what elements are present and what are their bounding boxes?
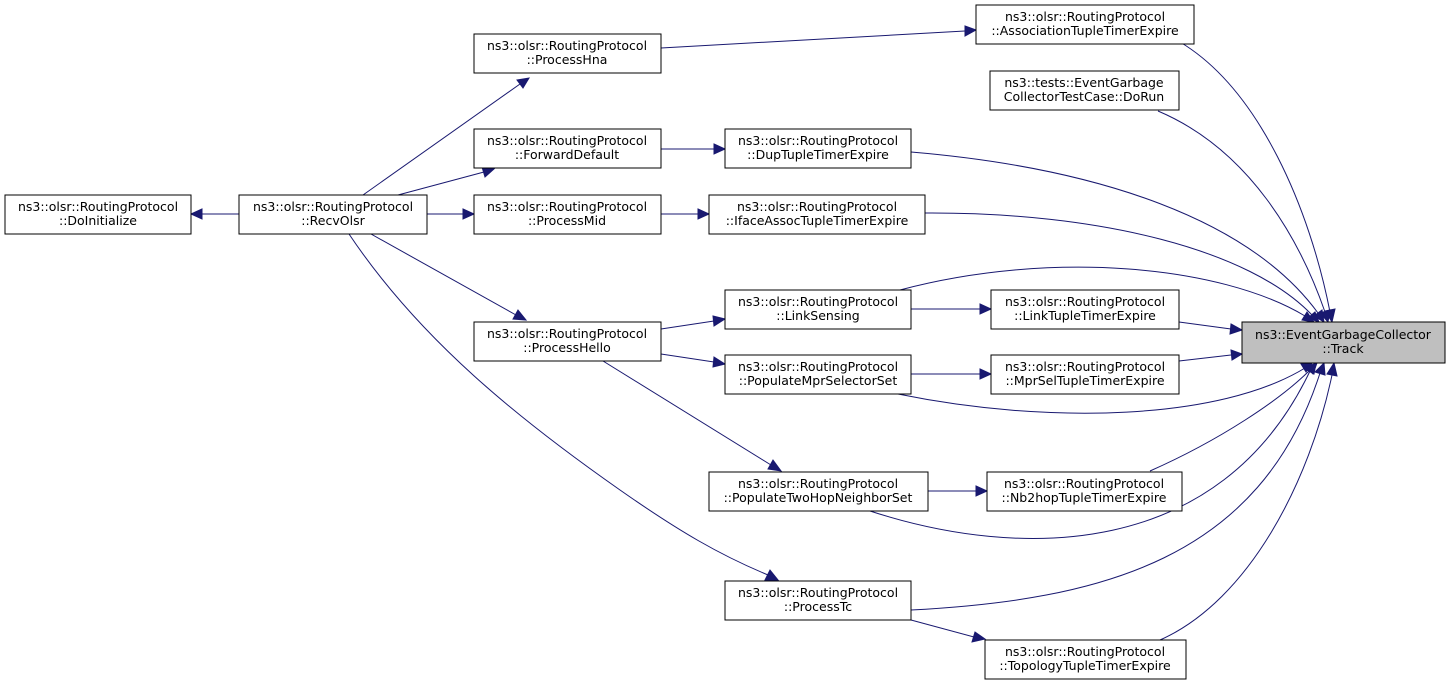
svg-text:ns3::olsr::RoutingProtocol: ns3::olsr::RoutingProtocol <box>1005 359 1165 374</box>
svg-text:::DupTupleTimerExpire: ::DupTupleTimerExpire <box>747 147 889 162</box>
svg-text:ns3::tests::EventGarbage: ns3::tests::EventGarbage <box>1004 75 1164 90</box>
edge-recvolsr-processtc <box>348 233 780 581</box>
node-link-tuple-timer-expire[interactable]: ns3::olsr::RoutingProtocol ::LinkTupleTi… <box>990 289 1180 330</box>
edge-processhna-association <box>660 25 978 49</box>
node-processhello[interactable]: ns3::olsr::RoutingProtocol ::ProcessHell… <box>473 321 662 362</box>
svg-text:::AssociationTupleTimerExpire: ::AssociationTupleTimerExpire <box>991 23 1179 38</box>
svg-text:ns3::olsr::RoutingProtocol: ns3::olsr::RoutingProtocol <box>738 585 898 600</box>
svg-text:ns3::olsr::RoutingProtocol: ns3::olsr::RoutingProtocol <box>487 38 647 53</box>
edge-linksensing-linktuple <box>911 303 993 315</box>
svg-text:ns3::olsr::RoutingProtocol: ns3::olsr::RoutingProtocol <box>487 133 647 148</box>
svg-text:::DoInitialize: ::DoInitialize <box>59 213 137 228</box>
edge-nb2hop-track <box>1149 362 1318 472</box>
node-process-tc[interactable]: ns3::olsr::RoutingProtocol ::ProcessTc <box>724 580 912 621</box>
edge-topology-track <box>1159 361 1338 641</box>
svg-text:ns3::olsr::RoutingProtocol: ns3::olsr::RoutingProtocol <box>737 199 897 214</box>
node-topology-tuple-timer-expire[interactable]: ns3::olsr::RoutingProtocol ::TopologyTup… <box>984 639 1187 680</box>
svg-text:ns3::olsr::RoutingProtocol: ns3::olsr::RoutingProtocol <box>487 199 647 214</box>
svg-text:::ProcessTc: ::ProcessTc <box>784 599 852 614</box>
svg-text:::TopologyTupleTimerExpire: ::TopologyTupleTimerExpire <box>999 658 1171 673</box>
node-egc-test-dorun[interactable]: ns3::tests::EventGarbage CollectorTestCa… <box>989 70 1180 111</box>
node-iface-assoc-tuple-timer-expire[interactable]: ns3::olsr::RoutingProtocol ::IfaceAssocT… <box>708 194 926 235</box>
edge-processtc-topology <box>910 619 987 643</box>
edge-linktuple-track <box>1178 321 1244 335</box>
edge-linksensing-track <box>899 266 1316 323</box>
node-populate-two-hop-neighbor-set[interactable]: ns3::olsr::RoutingProtocol ::PopulateTwo… <box>708 471 929 512</box>
svg-text:::LinkSensing: ::LinkSensing <box>776 308 859 323</box>
edge-processhello-populatetwohop <box>602 360 783 472</box>
edge-processmid-ifaceassoc <box>661 208 711 220</box>
svg-text:ns3::olsr::RoutingProtocol: ns3::olsr::RoutingProtocol <box>738 359 898 374</box>
svg-text:ns3::EventGarbageCollector: ns3::EventGarbageCollector <box>1255 327 1432 342</box>
edge-recvolsr-processmid <box>427 208 476 220</box>
edge-duptuple-track <box>910 151 1325 323</box>
svg-text:::ProcessHna: ::ProcessHna <box>527 52 608 67</box>
svg-text:::Nb2hopTupleTimerExpire: ::Nb2hopTupleTimerExpire <box>1002 490 1167 505</box>
svg-text:ns3::olsr::RoutingProtocol: ns3::olsr::RoutingProtocol <box>738 476 898 491</box>
svg-text:ns3::olsr::RoutingProtocol: ns3::olsr::RoutingProtocol <box>1005 9 1165 24</box>
svg-text:::RecvOlsr: ::RecvOlsr <box>301 213 365 228</box>
edge-processhello-linksensing <box>660 315 727 330</box>
node-nb2hop-tuple-timer-expire[interactable]: ns3::olsr::RoutingProtocol ::Nb2hopTuple… <box>986 471 1183 512</box>
node-dup-tuple-timer-expire[interactable]: ns3::olsr::RoutingProtocol ::DupTupleTim… <box>724 128 912 169</box>
node-association-tuple-timer-expire[interactable]: ns3::olsr::RoutingProtocol ::Association… <box>975 4 1195 45</box>
svg-text:::Track: ::Track <box>1322 341 1364 356</box>
node-event-garbage-collector-track[interactable]: ns3::EventGarbageCollector ::Track <box>1241 321 1446 364</box>
svg-text:ns3::olsr::RoutingProtocol: ns3::olsr::RoutingProtocol <box>1005 644 1165 659</box>
node-forwarddefault[interactable]: ns3::olsr::RoutingProtocol ::ForwardDefa… <box>473 128 662 169</box>
svg-text:ns3::olsr::RoutingProtocol: ns3::olsr::RoutingProtocol <box>1004 476 1164 491</box>
edge-forwarddefault-duptuple <box>661 143 727 155</box>
svg-text:::PopulateMprSelectorSet: ::PopulateMprSelectorSet <box>739 373 898 388</box>
edge-processtc-track <box>910 361 1326 611</box>
edge-processhello-populatempr <box>660 353 727 368</box>
edge-recvolsr-processhello <box>370 233 528 321</box>
edge-populatetwohop-nb2hop <box>928 485 989 497</box>
edge-recvolsr-processhna <box>362 77 530 196</box>
svg-text:ns3::olsr::RoutingProtocol: ns3::olsr::RoutingProtocol <box>738 294 898 309</box>
svg-text:::ProcessMid: ::ProcessMid <box>528 213 606 228</box>
svg-text:::IfaceAssocTupleTimerExpire: ::IfaceAssocTupleTimerExpire <box>726 213 909 228</box>
edge-recvolsr-forwarddefault <box>397 166 496 196</box>
svg-text:::LinkTupleTimerExpire: ::LinkTupleTimerExpire <box>1014 308 1156 323</box>
node-processmid[interactable]: ns3::olsr::RoutingProtocol ::ProcessMid <box>473 194 662 235</box>
node-link-sensing[interactable]: ns3::olsr::RoutingProtocol ::LinkSensing <box>724 289 912 330</box>
edge-egctest-track <box>1157 110 1331 324</box>
svg-text:::ProcessHello: ::ProcessHello <box>523 340 611 355</box>
edge-mprsel-track <box>1178 349 1244 362</box>
svg-text:ns3::olsr::RoutingProtocol: ns3::olsr::RoutingProtocol <box>253 199 413 214</box>
node-mprsel-tuple-timer-expire[interactable]: ns3::olsr::RoutingProtocol ::MprSelTuple… <box>990 354 1180 395</box>
svg-text:::ForwardDefault: ::ForwardDefault <box>515 147 619 162</box>
node-recvolsr[interactable]: ns3::olsr::RoutingProtocol ::RecvOlsr <box>238 194 428 235</box>
node-doinitialize[interactable]: ns3::olsr::RoutingProtocol ::DoInitializ… <box>4 194 192 235</box>
edge-populatempr-mprsel <box>911 368 993 380</box>
svg-text:ns3::olsr::RoutingProtocol: ns3::olsr::RoutingProtocol <box>487 326 647 341</box>
node-populate-mpr-selector-set[interactable]: ns3::olsr::RoutingProtocol ::PopulateMpr… <box>724 354 912 395</box>
svg-text:::PopulateTwoHopNeighborSet: ::PopulateTwoHopNeighborSet <box>724 490 913 505</box>
svg-text:CollectorTestCase::DoRun: CollectorTestCase::DoRun <box>1004 89 1164 104</box>
edge-ifaceassoc-track <box>924 212 1320 323</box>
svg-text:::MprSelTupleTimerExpire: ::MprSelTupleTimerExpire <box>1005 373 1164 388</box>
node-processhna[interactable]: ns3::olsr::RoutingProtocol ::ProcessHna <box>473 33 662 74</box>
edge-recvolsr-doinitialize <box>189 208 239 220</box>
svg-text:ns3::olsr::RoutingProtocol: ns3::olsr::RoutingProtocol <box>18 199 178 214</box>
edge-association-track <box>1179 41 1336 324</box>
svg-text:ns3::olsr::RoutingProtocol: ns3::olsr::RoutingProtocol <box>738 133 898 148</box>
svg-text:ns3::olsr::RoutingProtocol: ns3::olsr::RoutingProtocol <box>1005 294 1165 309</box>
